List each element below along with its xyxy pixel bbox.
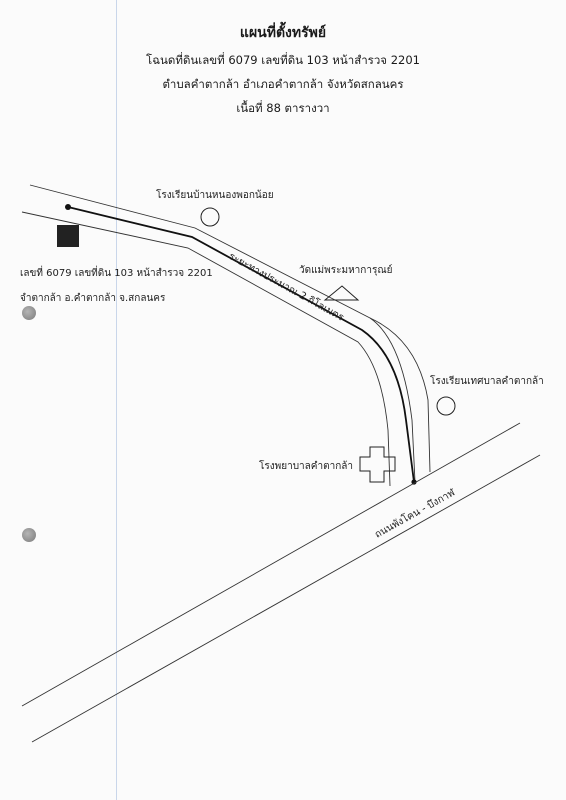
- punch-hole-top: [22, 306, 36, 320]
- route-path: [67, 206, 415, 483]
- main-road-label: ถนนพังโคน - บึงกาฬ: [372, 485, 458, 540]
- distance-label: ระยะทางประมาณ 2 กิโลเมตร: [227, 249, 347, 324]
- map-title: แผนที่ตั้งทรัพย์: [239, 25, 327, 41]
- parcel-info-line1: เลขที่ 6079 เลขที่ดิน 103 หน้าสำรวจ 2201: [20, 268, 213, 279]
- municipal-school-label: โรงเรียนเทศบาลคำตากล้า: [430, 376, 544, 387]
- access-road-upper-edge-tail: [369, 317, 431, 473]
- school-nong-phok-label: โรงเรียนบ้านหนองพอกน้อย: [156, 190, 274, 201]
- school-nong-phok-icon: [200, 207, 220, 227]
- hospital-label: โรงพยาบาลคำตากล้า: [259, 461, 353, 472]
- location-info: ตำบลคำตากล้า อำเภอคำตากล้า จังหวัดสกลนคร: [162, 77, 404, 91]
- main-road-upper-edge: [21, 422, 521, 707]
- route-end-dot: [411, 479, 417, 485]
- hospital-cross-icon: [359, 446, 396, 483]
- access-road-lower-edge: [21, 211, 391, 487]
- temple-icon: [323, 285, 360, 301]
- municipal-school-icon: [436, 396, 456, 416]
- access-road-upper-edge: [29, 184, 416, 483]
- main-road-lower-edge: [31, 454, 541, 743]
- parcel-info-line2: จำตากล้า อ.คำตากล้า จ.สกลนคร: [20, 293, 166, 304]
- area-info: เนื้อที่ 88 ตารางวา: [236, 101, 330, 115]
- page-margin-line: [116, 0, 117, 800]
- temple-label: วัดแม่พระมหาการุณย์: [299, 265, 393, 276]
- punch-hole-bottom: [22, 528, 36, 542]
- deed-info: โฉนดที่ดินเลขที่ 6079 เลขที่ดิน 103 หน้า…: [146, 53, 420, 67]
- route-start-dot: [65, 204, 71, 210]
- property-marker: [57, 225, 79, 247]
